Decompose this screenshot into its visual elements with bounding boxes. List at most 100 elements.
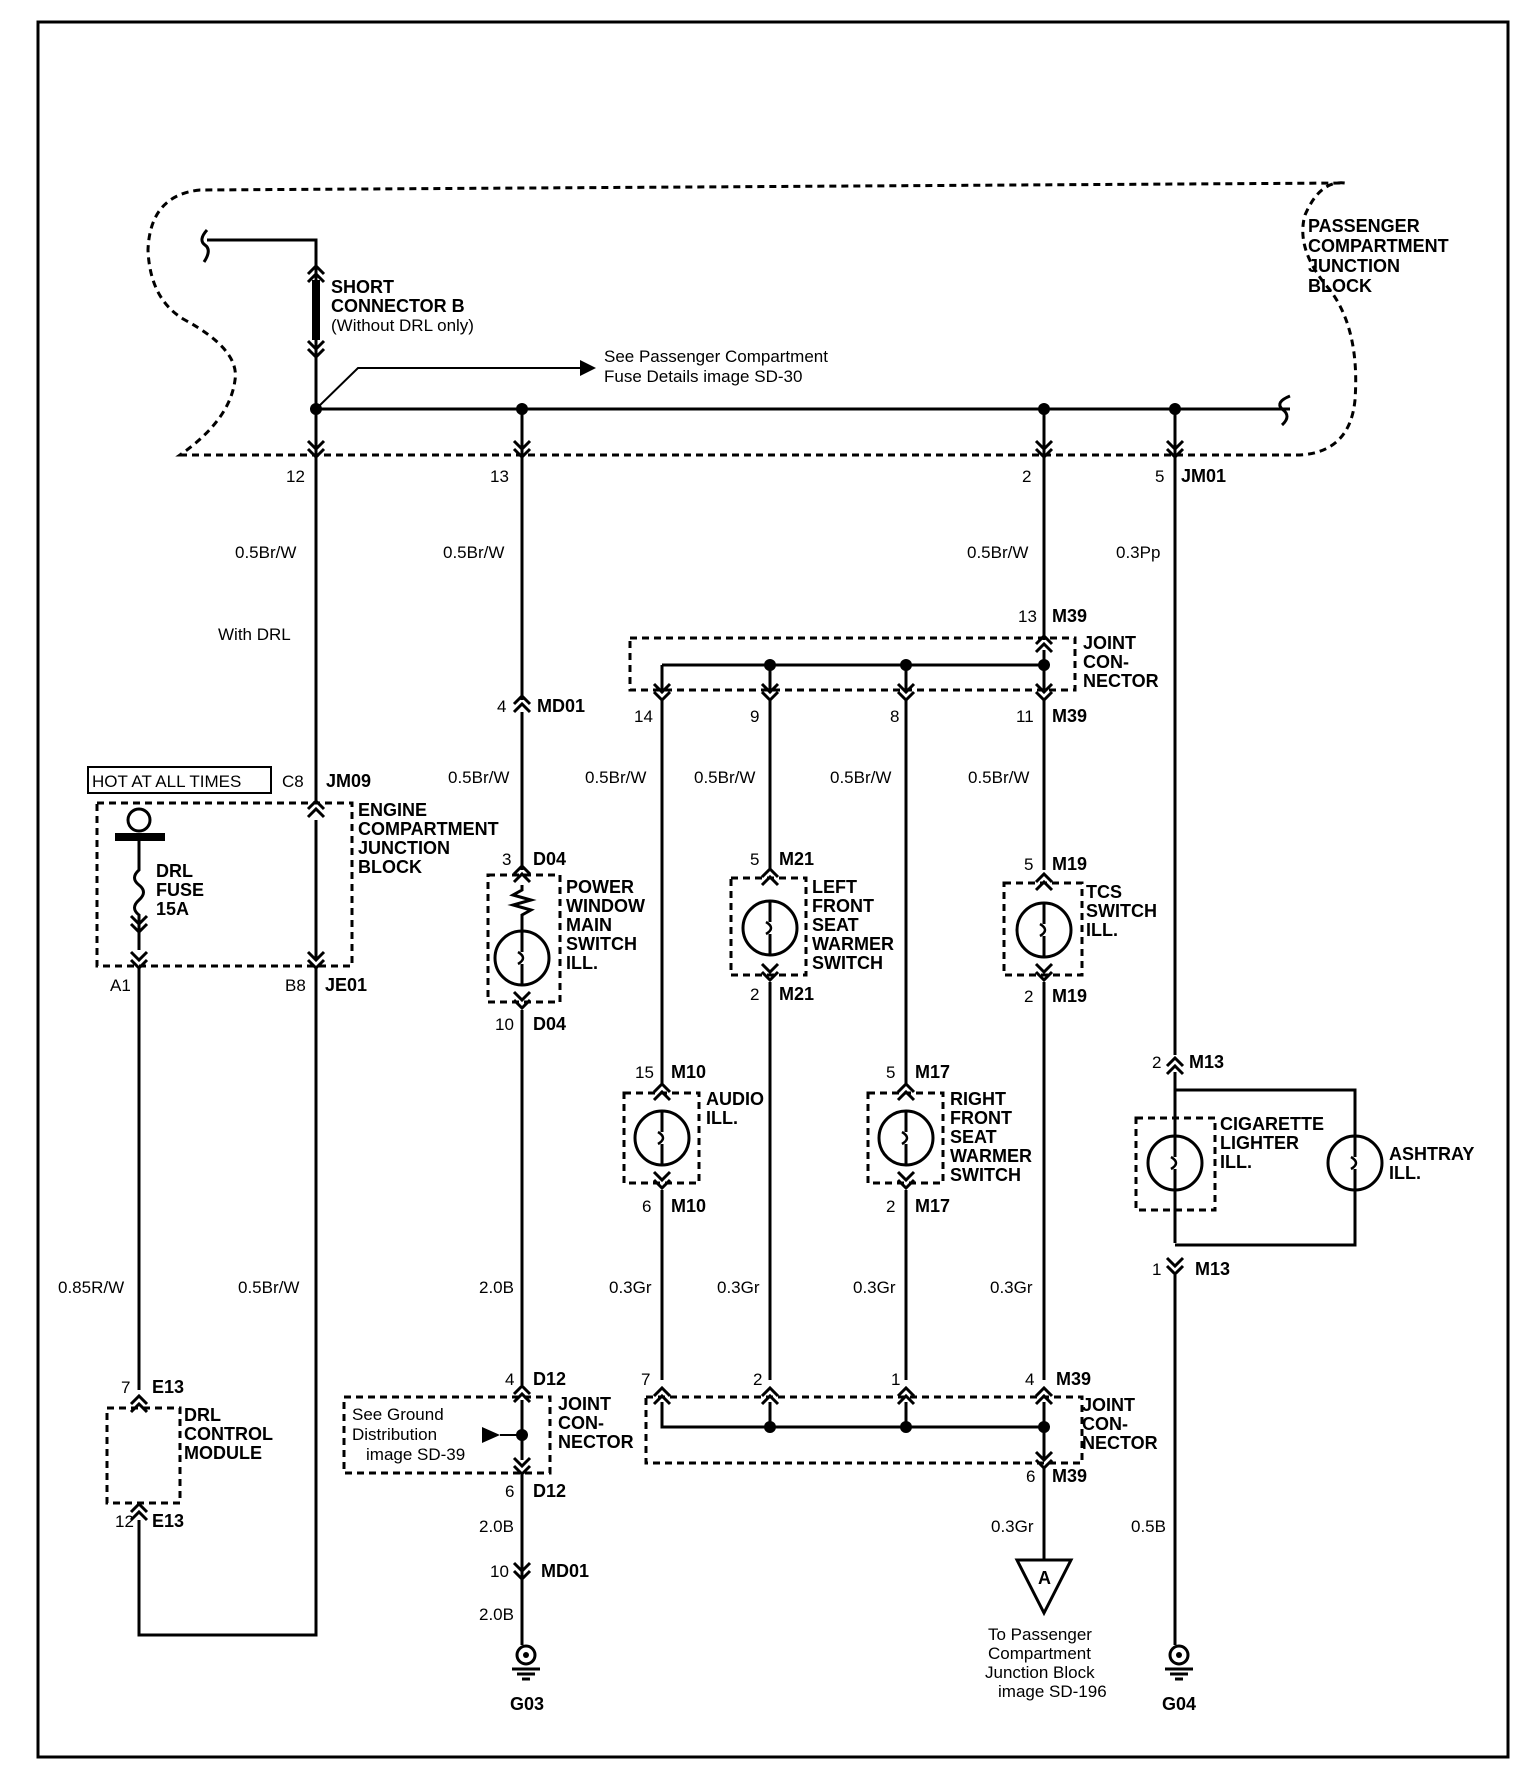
d12-joint-line2: CON- (558, 1413, 604, 1433)
bottom-joint-outline (644, 1395, 1084, 1465)
right-seat-line1: RIGHT (950, 1089, 1006, 1109)
top-joint-line1: JOINT (1083, 633, 1136, 653)
fuse-ref-line1: See Passenger Compartment (604, 347, 828, 366)
wire-label-d04-b: 2.0B (479, 1278, 514, 1297)
m39-bot-conn2: M39 (1052, 1466, 1087, 1486)
audio-line2: ILL. (706, 1108, 738, 1128)
connector-a-line1: To Passenger (988, 1625, 1092, 1644)
md01-pin: 4 (497, 697, 506, 716)
cig-conn-top: M13 (1189, 1052, 1224, 1072)
pw-pin-top: 3 (502, 850, 511, 869)
top-joint-line2: CON- (1083, 652, 1129, 672)
ground-ref-line3: image SD-39 (366, 1445, 465, 1464)
d12-pin-bot: 6 (505, 1482, 514, 1501)
left-seat-line4: WARMER (812, 934, 894, 954)
m39-bot-pin6: 6 (1026, 1467, 1035, 1486)
fuse-ref-line2: Fuse Details image SD-30 (604, 367, 802, 386)
short-connector-line2: CONNECTOR B (331, 296, 465, 316)
pw-conn-bot: D04 (533, 1014, 566, 1034)
passenger-block-label-3: JUNCTION (1308, 256, 1400, 276)
with-drl-label: With DRL (218, 625, 291, 644)
ground-ref-arrow (482, 1427, 500, 1443)
short-connector-bar (312, 280, 320, 340)
passenger-block-label-1: PASSENGER (1308, 216, 1420, 236)
drl-module-pin-top: 7 (121, 1378, 130, 1397)
audio-box (622, 1091, 701, 1185)
bottom-joint-line1: JOINT (1082, 1395, 1135, 1415)
ground-g03-symbol (510, 1644, 542, 1681)
ground-g04-symbol (1163, 1644, 1195, 1681)
m39-bot-conn: M39 (1056, 1369, 1091, 1389)
wire-label-gr4: 0.3Gr (990, 1278, 1033, 1297)
drl-module-box (105, 1406, 182, 1505)
fuse-ref-leader (315, 367, 580, 410)
connector-a-line2: Compartment (988, 1644, 1091, 1663)
connector-a-triangle (1014, 1558, 1074, 1617)
wire-label-8: 0.5Br/W (830, 768, 891, 787)
left-seat-pin-top: 5 (750, 850, 759, 869)
left-seat-line5: SWITCH (812, 953, 883, 973)
wire-label-rw: 0.85R/W (58, 1278, 124, 1297)
ground-ref-line2: Distribution (352, 1425, 437, 1444)
wire-label-13: 0.5Br/W (443, 543, 504, 562)
left-seat-line2: FRONT (812, 896, 874, 916)
ground-ref-box (342, 1395, 552, 1475)
drl-module-line1: DRL (184, 1405, 221, 1425)
left-seat-line3: SEAT (812, 915, 859, 935)
wire-label-11: 0.5Br/W (968, 768, 1029, 787)
m39-top-conn2: M39 (1052, 706, 1087, 726)
engine-block-outline (95, 801, 354, 968)
drl-module-line3: MODULE (184, 1443, 262, 1463)
pw-line1: POWER (566, 877, 634, 897)
d12-conn-top: D12 (533, 1369, 566, 1389)
m39-pin9: 9 (750, 707, 759, 726)
right-seat-pin-bot: 2 (886, 1197, 895, 1216)
right-seat-box (866, 1091, 945, 1185)
fuse-bar (115, 833, 165, 841)
pw-line5: ILL. (566, 953, 598, 973)
m39-pin14: 14 (634, 707, 653, 726)
cig-line3: ILL. (1220, 1152, 1252, 1172)
wire-label-gr2: 0.3Gr (717, 1278, 760, 1297)
ashtray-line1: ASHTRAY (1389, 1144, 1474, 1164)
wire-label-md01: 0.5Br/W (448, 768, 509, 787)
cigarette-box (1134, 1116, 1217, 1212)
engine-line1: ENGINE (358, 800, 427, 820)
wire-label-14: 0.5Br/W (585, 768, 646, 787)
connector-a-line4: image SD-196 (998, 1682, 1107, 1701)
passenger-block-label-2: COMPARTMENT (1308, 236, 1449, 256)
cig-pin-top: 2 (1152, 1053, 1161, 1072)
ground-g04: G04 (1162, 1694, 1196, 1714)
tcs-line1: TCS (1086, 882, 1122, 902)
jb-pin-13: 13 (490, 467, 509, 486)
passenger-block-label-4: BLOCK (1308, 276, 1372, 296)
tcs-pin-top: 5 (1024, 855, 1033, 874)
tcs-box (1002, 881, 1084, 977)
audio-pin-bot: 6 (642, 1197, 651, 1216)
audio-pin-top: 15 (635, 1063, 654, 1082)
engine-pin-c8: C8 (282, 772, 304, 791)
d12-joint-line3: NECTOR (558, 1432, 634, 1452)
passenger-junction-block-outline (146, 181, 1358, 457)
engine-line3: JUNCTION (358, 838, 450, 858)
top-joint-outline (628, 636, 1077, 692)
right-seat-conn-bot: M17 (915, 1196, 950, 1216)
cig-conn-bot: M13 (1195, 1259, 1230, 1279)
right-seat-line4: WARMER (950, 1146, 1032, 1166)
wire-label-gr1: 0.3Gr (609, 1278, 652, 1297)
wire-label-a-gr: 0.3Gr (991, 1517, 1034, 1536)
tcs-conn-bot: M19 (1052, 986, 1087, 1006)
bottom-joint-bus (660, 1402, 1046, 1458)
wire-label-9: 0.5Br/W (694, 768, 755, 787)
m39-bot-pin4: 4 (1025, 1370, 1034, 1389)
wire-label-g04: 0.5B (1131, 1517, 1166, 1536)
left-seat-conn-top: M21 (779, 849, 814, 869)
right-seat-conn-top: M17 (915, 1062, 950, 1082)
tcs-conn-top: M19 (1052, 854, 1087, 874)
drl-fuse-line3: 15A (156, 899, 189, 919)
bottom-joint-line2: CON- (1082, 1414, 1128, 1434)
engine-conn-jm09: JM09 (326, 771, 371, 791)
jb-pin-2: 2 (1022, 467, 1031, 486)
pw-line3: MAIN (566, 915, 612, 935)
wire-label-5: 0.3Pp (1116, 543, 1160, 562)
